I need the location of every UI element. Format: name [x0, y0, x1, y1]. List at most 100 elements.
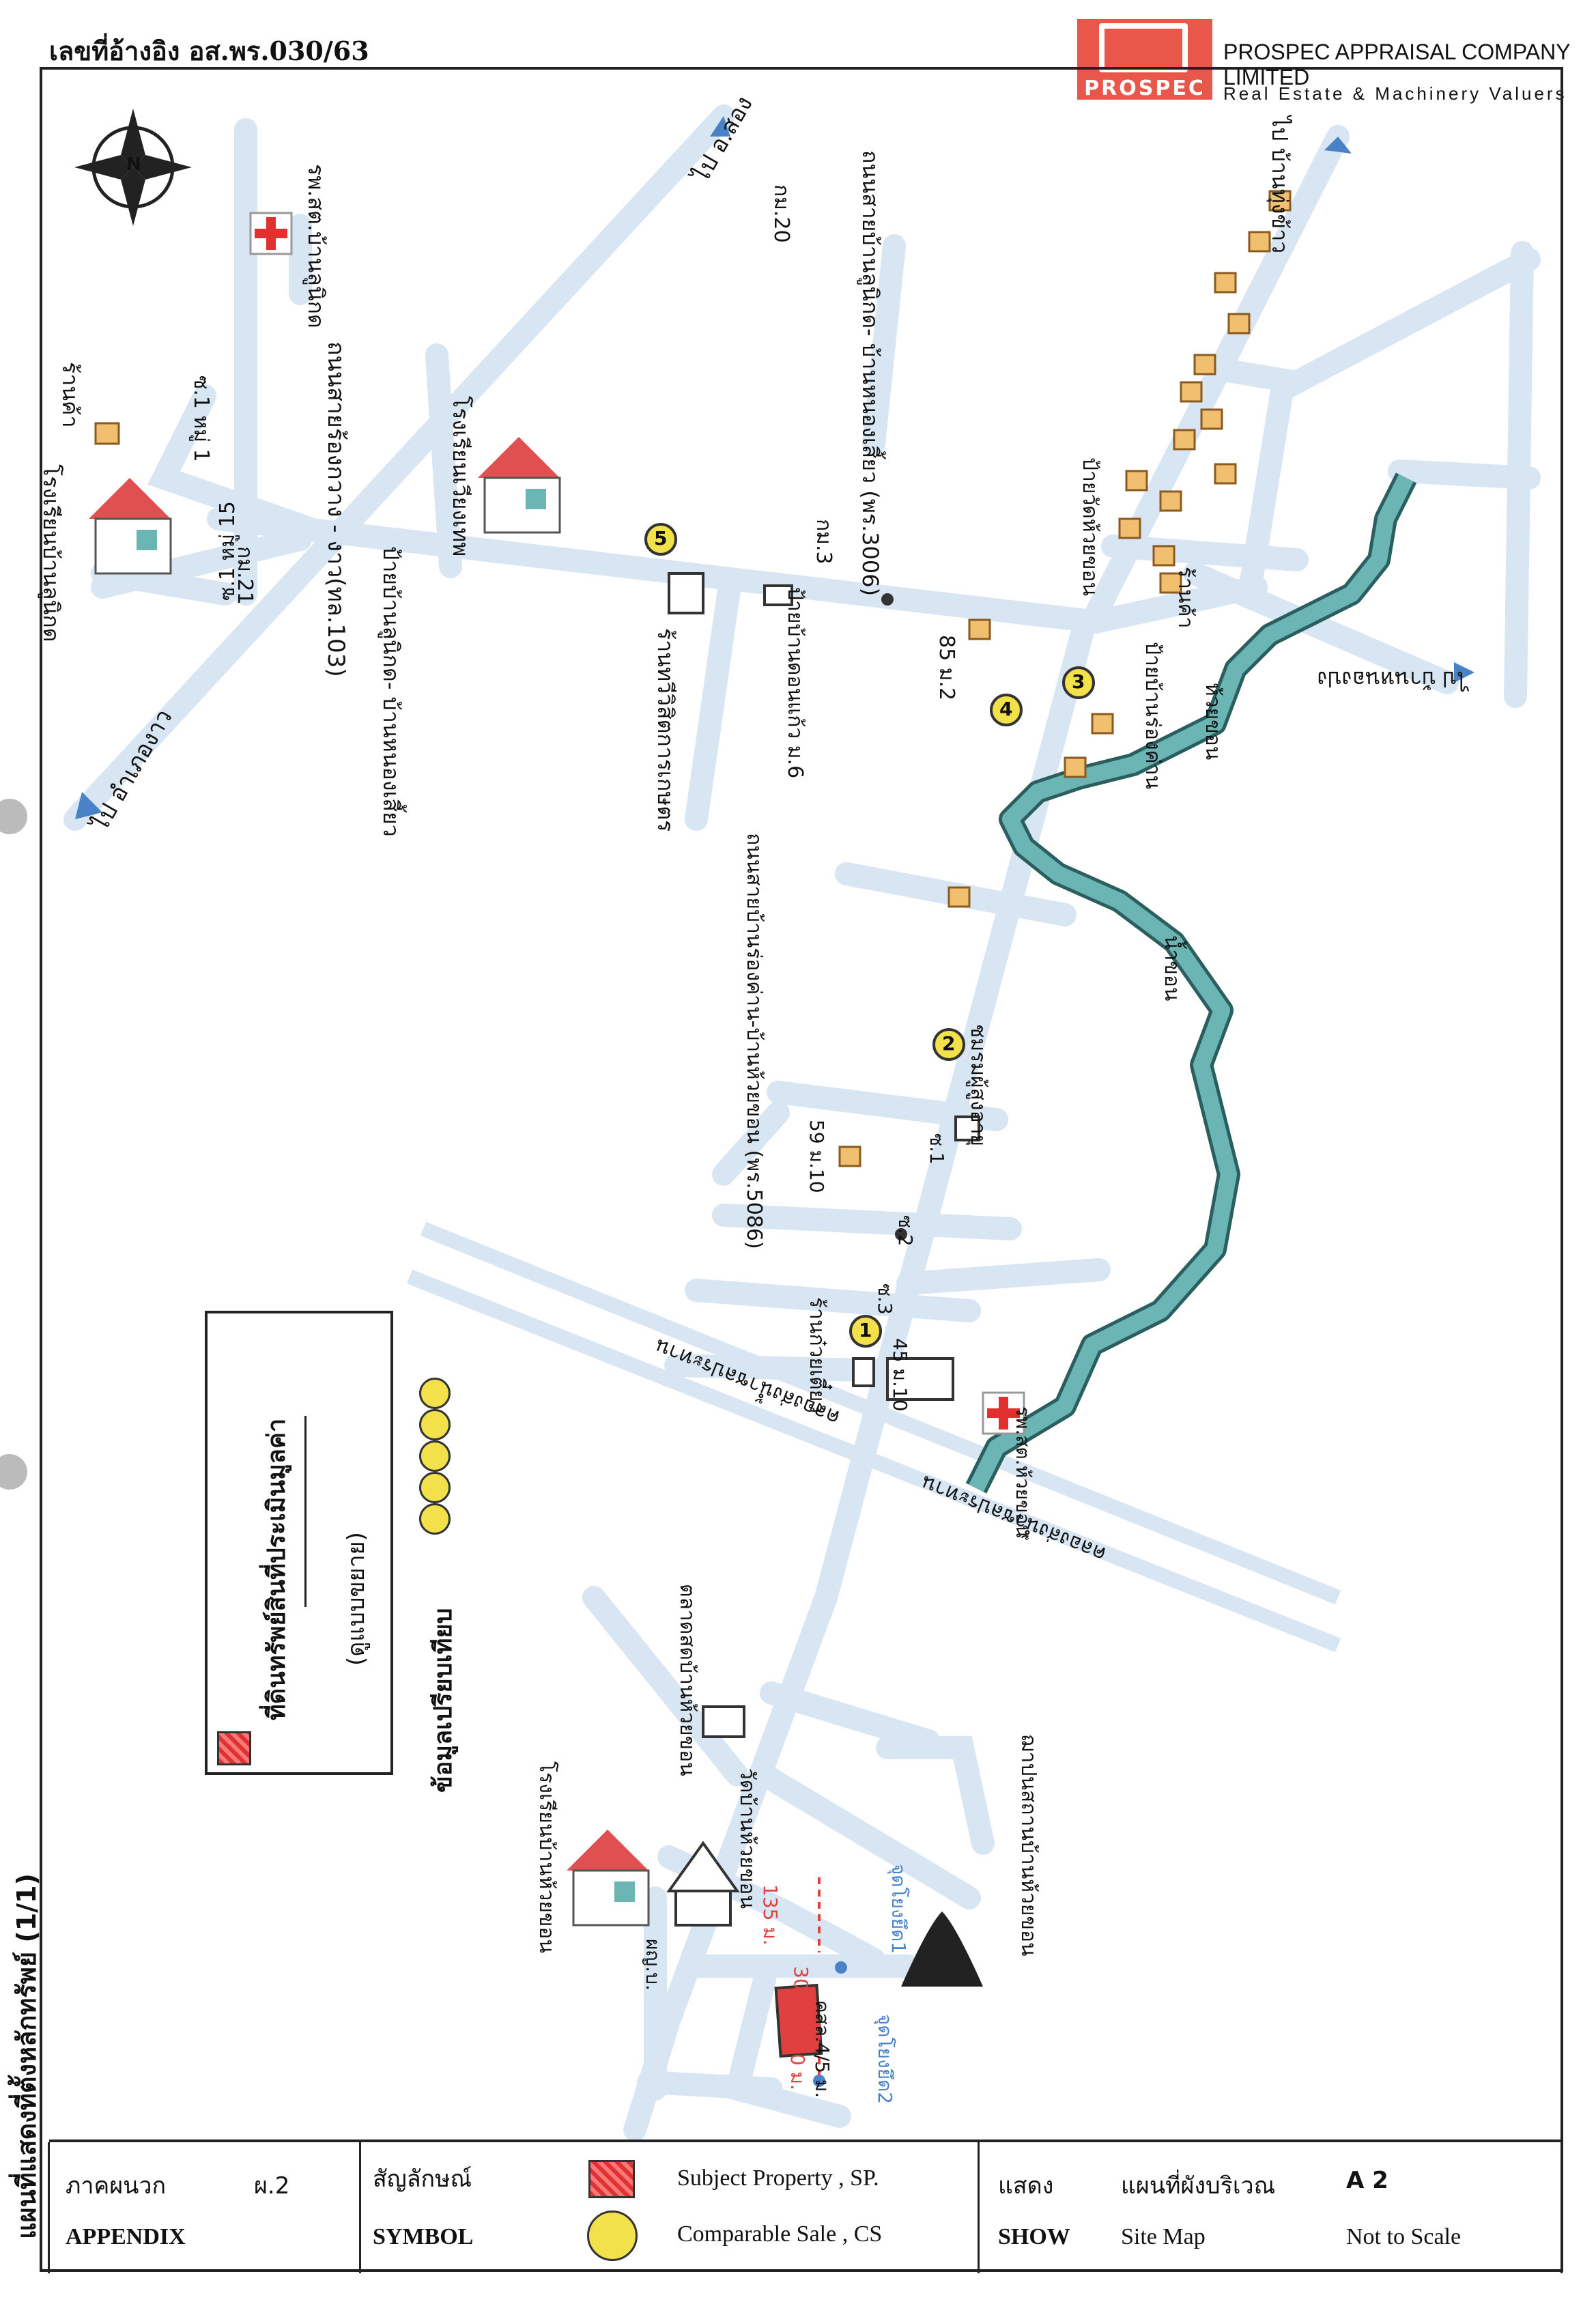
label-km3: กม.3	[812, 519, 836, 565]
subject-property-parcel	[774, 1983, 823, 2058]
label-sign-ban-rong-khan: ป้ายบ้านร่องค่าน	[1141, 642, 1165, 790]
label-soi3: ซ.3	[874, 1283, 896, 1315]
binder-hole	[0, 799, 27, 834]
label-hospital-ban-lunikod: รพ.สต.บ้านลูนิกด	[303, 164, 329, 328]
label-soi1-moo15: ซ.1 หมู่ 15	[216, 501, 240, 601]
direction-arrows	[75, 116, 1474, 819]
logo-text: PROSPEC	[1084, 76, 1206, 100]
comparable-5-label: 5	[654, 527, 668, 550]
label-community-elderly-club: ชมรมผู้สูงอายุ	[966, 1024, 990, 1147]
label-distance-135m: 135 ม.	[759, 1884, 782, 1946]
road-local	[1183, 562, 1459, 694]
road-local	[1238, 371, 1295, 606]
label-45-moo10: 45 ม.10	[889, 1338, 911, 1412]
road-local	[685, 1279, 981, 1322]
label-sign-wat-huai-khon: ป้ายวัดห้วยขอน	[1078, 457, 1102, 597]
irrigation-canal	[406, 1221, 1341, 1653]
subject-property-label: Subject Property , SP.	[677, 2165, 879, 2191]
road-local	[582, 1586, 749, 1787]
legend-comparable-label: ข้อมูลเปรียบเทียบ	[429, 1608, 457, 1793]
road-local	[1504, 241, 1534, 708]
landmark-boxes	[668, 572, 980, 1401]
road-local	[862, 234, 906, 455]
school-icon	[89, 478, 172, 575]
hospital-icon	[249, 212, 293, 255]
map-legend: ที่ดินทรัพย์สินที่ประเมินมูลค่า (ดูแบบขย…	[205, 1311, 393, 1775]
reference-point-1-marker	[835, 1961, 847, 1974]
legend-subject-label: ที่ดินทรัพย์สินที่ประเมินมูลค่า	[263, 1418, 291, 1720]
label-km20: กม.20	[769, 184, 793, 243]
subject-property-symbol	[217, 1731, 251, 1765]
road-local	[753, 1763, 981, 1909]
show-th: แสดง	[998, 2172, 1054, 2200]
label-85-moo2: 85 ม.2	[935, 635, 958, 701]
compass-icon	[74, 109, 192, 226]
road-local	[896, 1258, 1111, 1295]
road-highway-103	[63, 104, 735, 831]
comparable-symbol	[419, 1378, 451, 1409]
label-to-ban-thung-khao: ไป บ้านทุ่งข้าว	[1267, 116, 1293, 254]
comparable-3-label: 3	[1072, 670, 1085, 693]
road-local	[760, 1681, 940, 1752]
reference-number: เลขที่อ้างอิง อส.พร.030/63	[49, 35, 369, 66]
appendix-code: ผ.2	[254, 2172, 290, 2200]
road-local	[1101, 535, 1309, 571]
road-local	[637, 2071, 783, 2101]
binder-hole	[0, 1454, 27, 1490]
comparable-sale-symbol	[587, 2211, 638, 2261]
label-market-huai-khon: ตลาดสดบ้านห้วยขอน	[675, 1584, 699, 1776]
comparable-2-label: 2	[942, 1032, 956, 1055]
road-network	[63, 104, 1541, 2142]
comparable-symbol	[419, 1472, 451, 1503]
label-sign-ban-lunikod: ป้ายบ้านลูนิกด- บ้านหนองเสี้ยว	[378, 546, 404, 837]
hospital-icon	[982, 1391, 1025, 1435]
label-soi2: ซ.2	[894, 1215, 917, 1247]
legend-see-plan: (ดูแบบขยาย)	[343, 1532, 370, 1666]
legend-divider	[304, 1416, 307, 1607]
road-local	[685, 569, 742, 831]
map-frame	[40, 67, 1563, 2272]
subject-property-symbol	[588, 2160, 635, 2198]
road-junction-marker	[895, 1228, 907, 1240]
comparable-sale-label: Comparable Sale , CS	[677, 2221, 883, 2247]
road-local	[1272, 248, 1541, 401]
comparable-symbol	[419, 1503, 451, 1535]
label-crematorium-huai-khon: ฌาปนสถานบ้านห้วยขอน	[1016, 1734, 1040, 1957]
comparable-1-label: 1	[859, 1319, 872, 1341]
school-icon	[567, 1830, 650, 1927]
page-side-title: แผนที่แสดงที่ตั้งหลักทรัพย์ (1/1)	[12, 1873, 42, 2239]
label-huai-khon-creek: ห้วยขอน	[1201, 683, 1225, 761]
label-shop-2: ร้านค้า	[1173, 567, 1197, 629]
comparable-4-label: 4	[999, 698, 1013, 720]
label-soi1-moo1: ซ.1 หมู่ 1	[189, 375, 213, 462]
label-school-ban-huai-khon: โรงเรียนบ้านห้วยขอน	[535, 1761, 558, 1953]
label-school-ban-lunikod: โรงเรียนบ้านลูนิกด	[38, 464, 64, 642]
comparable-symbol	[419, 1440, 451, 1472]
label-road-rong-khan-huai-khon: ถนนสายบ้านร่องค่าน-บ้านห้วยขอน (พร.5086)	[742, 833, 766, 1249]
label-59-moo10: 59 ม.10	[806, 1120, 828, 1193]
road-local	[425, 343, 462, 578]
map-type-th: แผนที่ผังบริเวณ	[1121, 2172, 1276, 2200]
label-reference-point-2: จุดโยงยึด2	[874, 2014, 896, 2105]
label-concrete-road: คสล.4/5 ม.	[811, 2000, 833, 2099]
compass-north-label: N	[126, 154, 141, 175]
label-distance-30m: 30	[790, 1966, 812, 1991]
label-sign-ban-don-kaeo: ป้ายบ้านดอนแก้ว ม.6	[783, 587, 807, 779]
label-shop-wisit-farm: ร้านทวีวิสิตการเกษตร	[653, 628, 679, 832]
footer-info-table: ภาคผนวก ผ.2 APPENDIX สัญลักษณ์ SYMBOL Su…	[48, 2140, 1563, 2273]
road-local	[767, 1081, 1008, 1131]
label-school-wiang-thep: โรงเรียนเวียงเทพ	[448, 396, 474, 557]
market-icon	[702, 1705, 745, 1738]
scale-note: Not to Scale	[1346, 2224, 1462, 2249]
road-local	[876, 1736, 995, 1855]
road-local	[712, 1204, 1022, 1240]
label-reference-point-1: จุดโยงยึด1	[887, 1864, 910, 1954]
label-shop-1: ร้านค้า	[57, 362, 83, 428]
comparable-symbol	[419, 1409, 451, 1440]
school-icon	[478, 437, 561, 534]
label-road-lunikod-nongsiao: ถนนสายบ้านลูนิกด- บ้านหนองเสี้ยว (พร.300…	[857, 150, 883, 597]
symbol-th: สัญลักษณ์	[373, 2165, 472, 2193]
label-soi1: ซ.1	[926, 1133, 948, 1165]
temple-icon	[666, 1840, 740, 1927]
